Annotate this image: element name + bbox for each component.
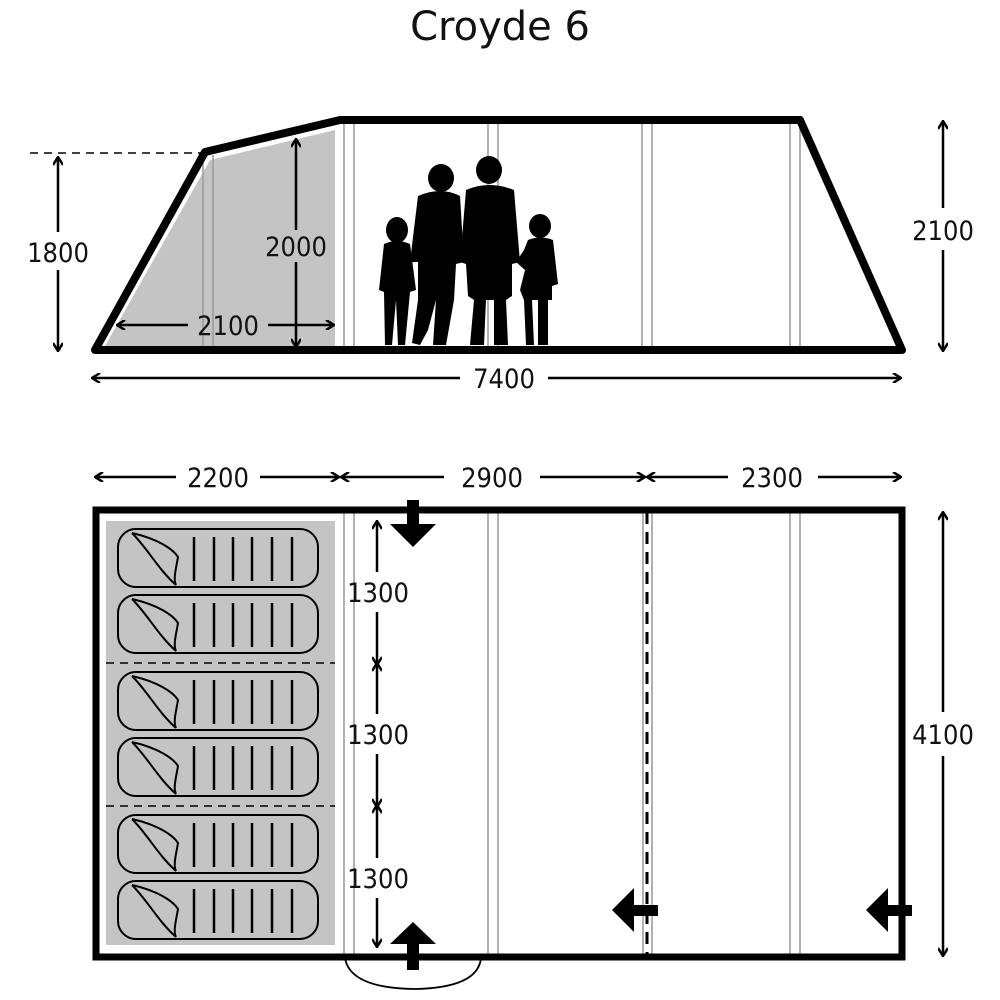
dim-width-porch: 2300 (741, 463, 803, 494)
door-arrow-top-icon (390, 500, 436, 547)
dim-side-depth-2100: 2100 (197, 311, 259, 342)
dim-total-length: 7400 (473, 364, 535, 395)
side-view: 1800 2000 2100 2100 7400 (27, 116, 974, 395)
dim-side-1800: 1800 (27, 238, 89, 269)
door-arrow-right-icon (866, 888, 912, 932)
tent-outline-side (91, 116, 906, 354)
dim-bedroom-1: 1300 (347, 578, 409, 609)
door-swing-arc (344, 957, 482, 990)
dim-total-width: 4100 (912, 720, 974, 751)
diagram-title: Croyde 6 (410, 4, 590, 50)
bedroom-area-side (105, 130, 335, 346)
plan-poles (343, 512, 801, 955)
dim-width-bedroom: 2200 (187, 463, 249, 494)
dim-side-height-2100: 2100 (912, 216, 974, 247)
family-silhouette-icon (379, 156, 558, 345)
dim-side-2000: 2000 (265, 232, 327, 263)
door-arrows (390, 500, 912, 970)
dim-bedroom-3: 1300 (347, 864, 409, 895)
floor-plan: 2200 2900 2300 (92, 463, 974, 990)
door-arrow-middle-icon (612, 888, 658, 932)
dim-bedroom-2: 1300 (347, 720, 409, 751)
tent-outline-plan (92, 506, 906, 961)
dim-width-living: 2900 (461, 463, 523, 494)
door-arrow-bottom-icon (390, 922, 436, 970)
bedroom-area-plan (106, 521, 335, 945)
